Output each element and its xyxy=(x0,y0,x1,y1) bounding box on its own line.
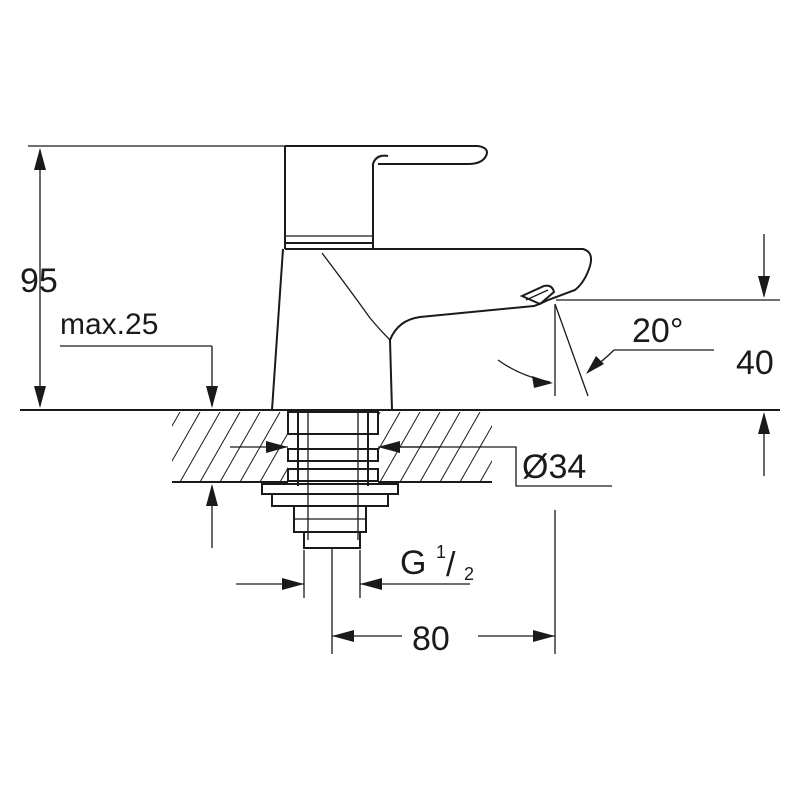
faucet-body xyxy=(271,145,593,411)
label-max-thickness: max.25 xyxy=(60,308,158,341)
dimension-height-95 xyxy=(28,145,285,408)
hatch-line xyxy=(172,412,201,463)
hatch-line xyxy=(172,412,181,428)
dimension-thread-g-half xyxy=(236,550,470,598)
hatch-line xyxy=(179,412,221,482)
label-thread-letter: G xyxy=(400,544,426,582)
dimension-angle-20 xyxy=(497,303,714,397)
dimension-spout-height-40 xyxy=(556,234,780,476)
label-height-95: 95 xyxy=(20,262,58,300)
mounting-fittings xyxy=(261,411,399,549)
dimension-max-thickness xyxy=(60,345,218,548)
label-thread-numerator: 1 xyxy=(436,542,446,562)
label-thread-denominator: 2 xyxy=(464,564,474,584)
hatch-line xyxy=(479,459,492,482)
label-angle-20: 20° xyxy=(632,312,683,350)
dimension-projection-80 xyxy=(331,510,556,654)
hatch-line xyxy=(120,412,160,482)
label-projection-80: 80 xyxy=(412,620,450,658)
label-diameter-34: Ø34 xyxy=(522,448,586,486)
hatch-line xyxy=(199,412,241,482)
label-spout-height-40: 40 xyxy=(736,344,774,382)
label-thread-slash: / xyxy=(446,546,456,584)
dimension-diameter-34 xyxy=(266,441,612,487)
